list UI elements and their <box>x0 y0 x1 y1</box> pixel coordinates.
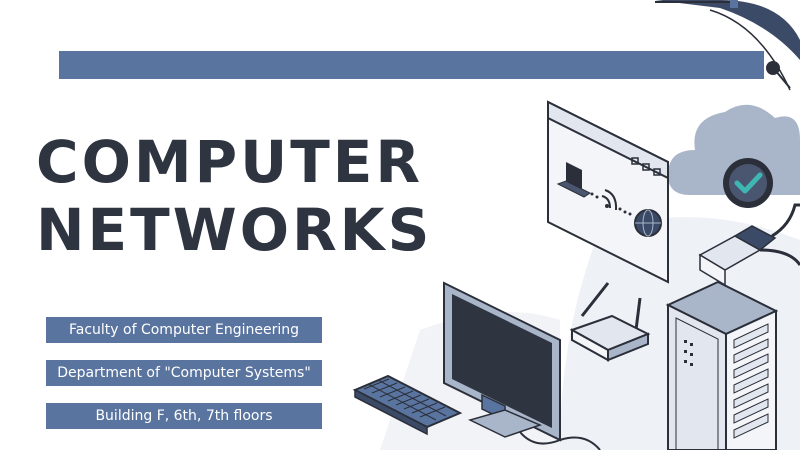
keyboard-icon <box>352 374 463 436</box>
title-line-1: COMPUTER <box>36 128 424 196</box>
router-icon <box>569 282 651 362</box>
page-title: COMPUTER NETWORKS <box>36 128 432 264</box>
server-rack-icon <box>665 280 779 450</box>
satellite-dish-icon <box>655 0 800 91</box>
globe-icon <box>634 209 662 237</box>
building-label: Building F, 6th, 7th floors <box>46 403 322 429</box>
title-line-2: NETWORKS <box>36 196 433 264</box>
monitor-icon <box>443 281 601 450</box>
checkmark-icon <box>723 158 773 208</box>
ethernet-connector-icon <box>698 203 800 287</box>
connection-dots <box>590 192 632 216</box>
department-label: Department of "Computer Systems" <box>46 360 322 386</box>
laptop-icon <box>556 162 591 198</box>
wifi-icon <box>601 189 618 211</box>
faculty-label: Faculty of Computer Engineering <box>46 317 322 343</box>
header-bar <box>59 51 764 79</box>
